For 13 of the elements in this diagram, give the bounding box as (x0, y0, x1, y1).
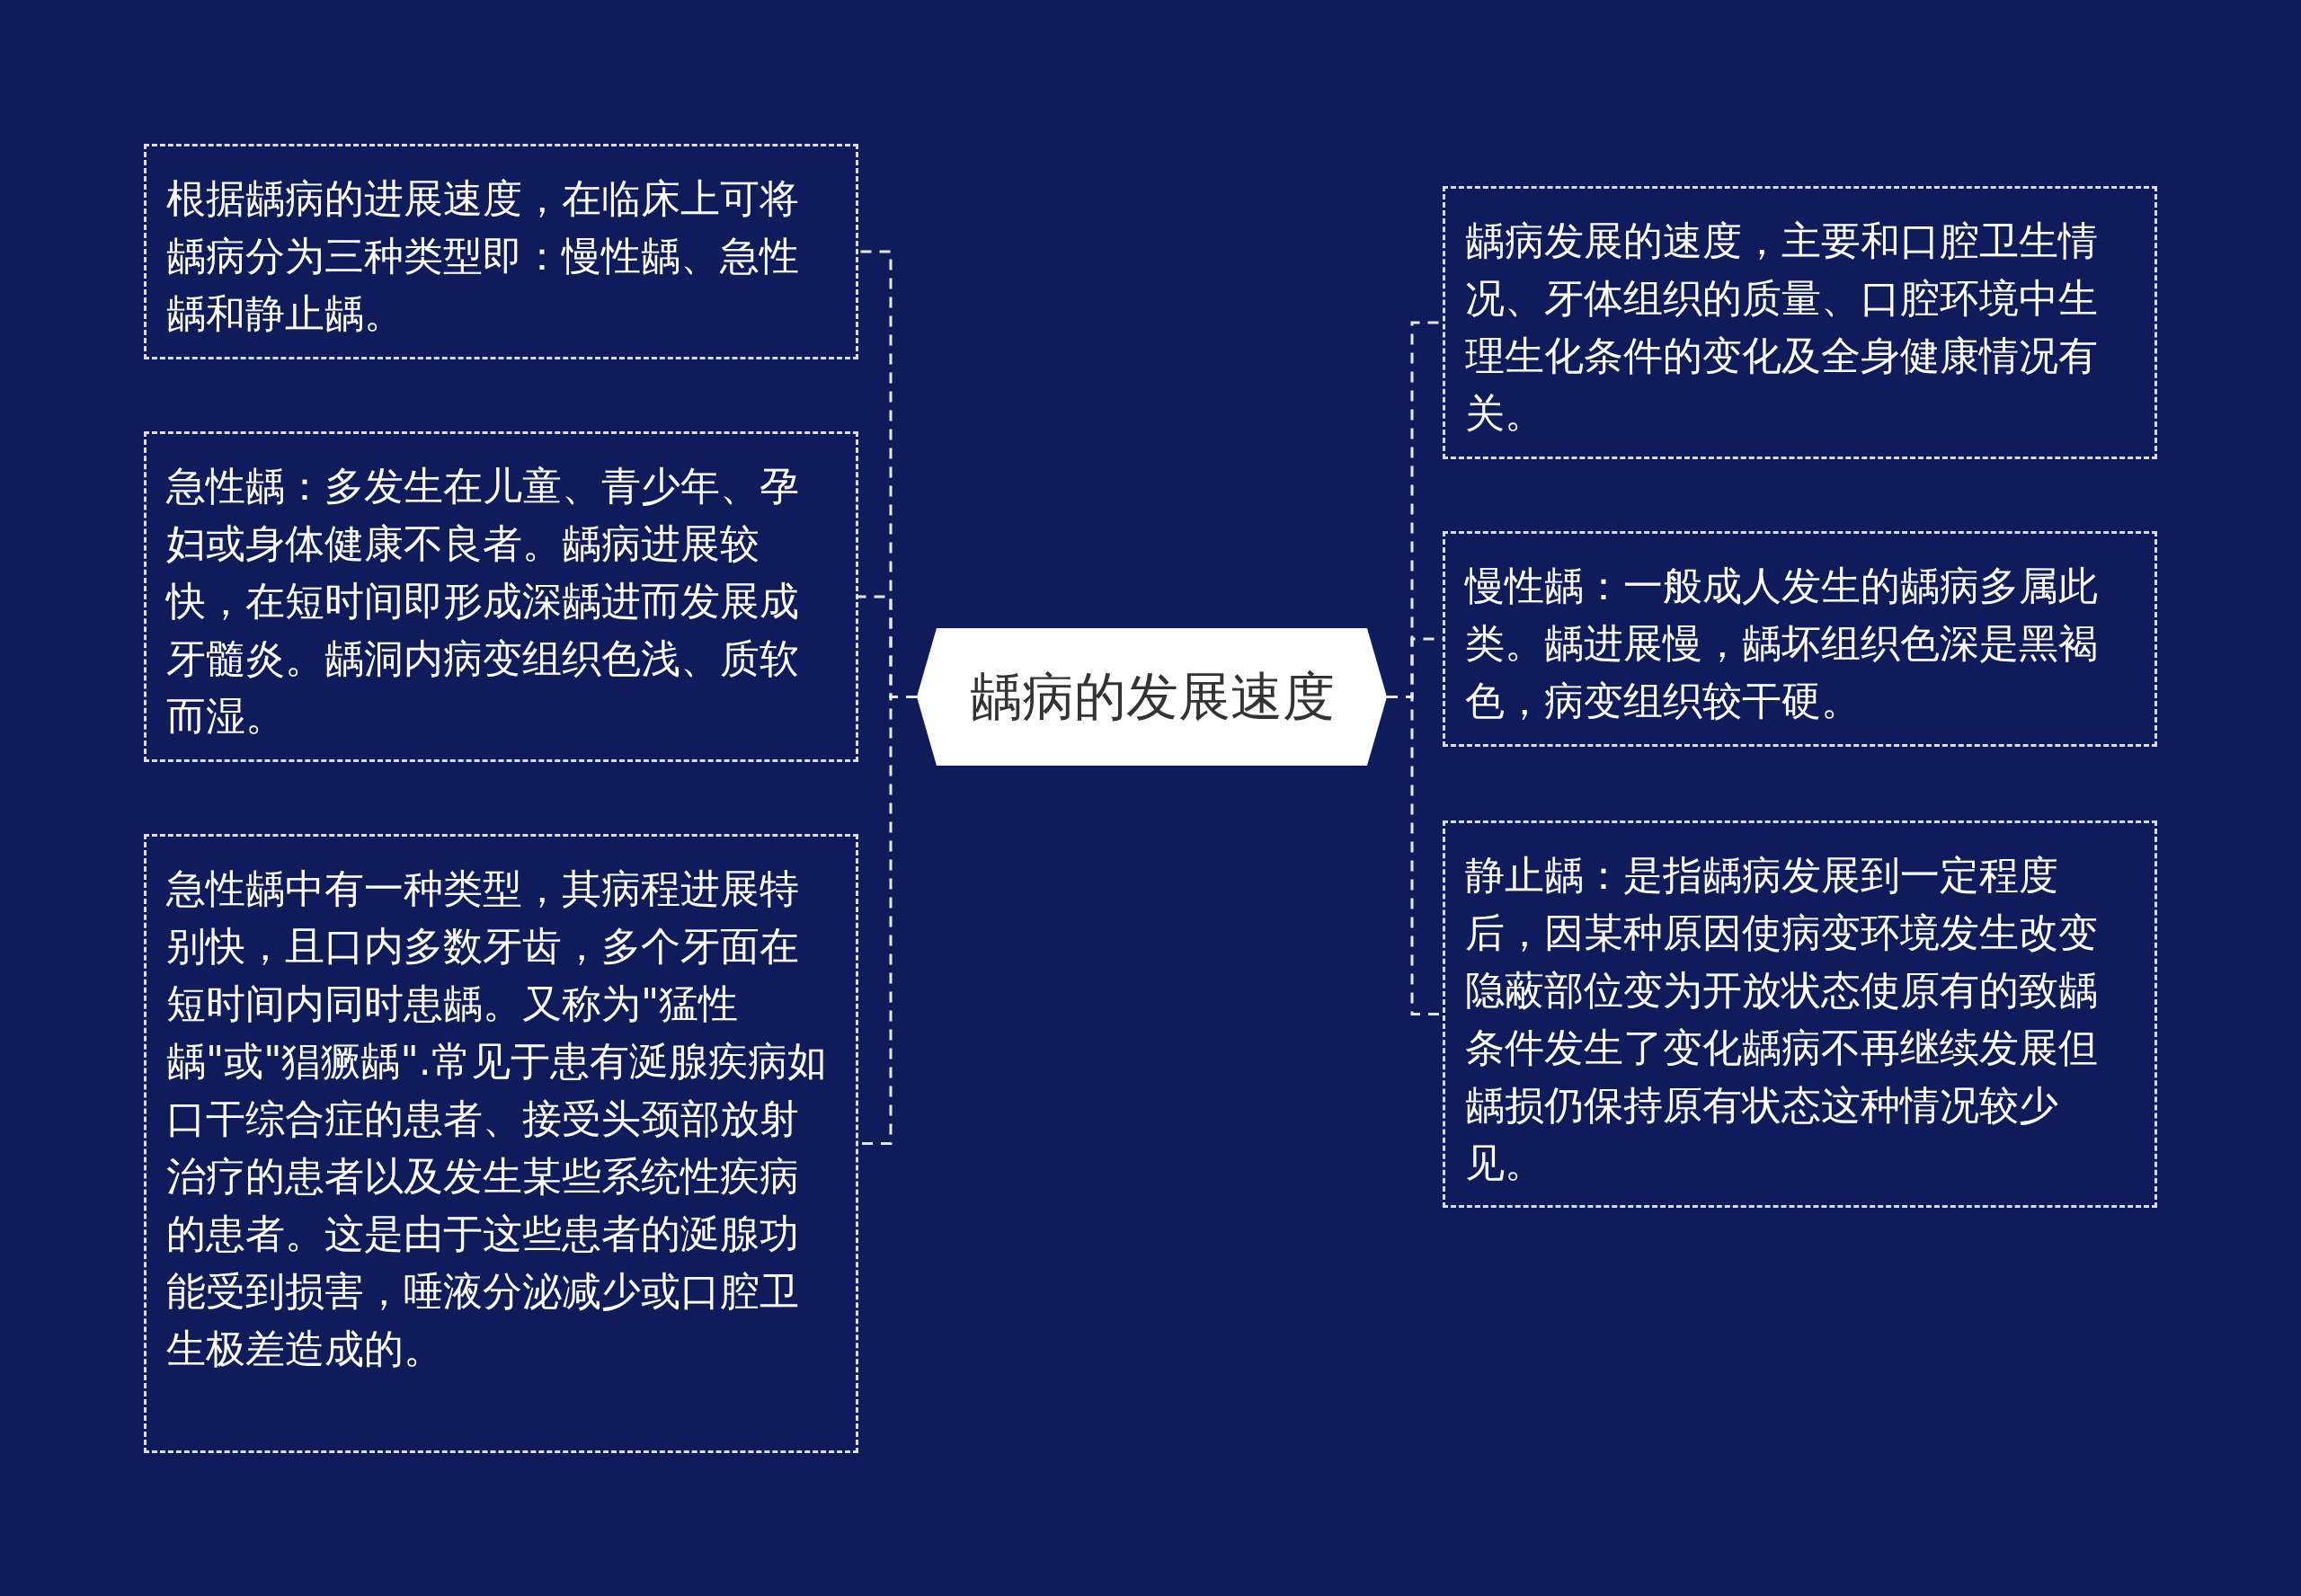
dashed-text-box (1443, 531, 2157, 747)
dashed-text-box (144, 834, 858, 1453)
note-text: 静止龋：是指龋病发展到一定程度后，因某种原因使病变环境发生改变隐蔽部位变为开放状态使原有的致龋条件发生了变化龋病不再继续发展但龋损仍保持原有状态这种情况较少见。 (1465, 851, 2099, 1187)
note-text: 龋病发展的速度，主要和口腔卫生情况、牙体组织的质量、口腔环境中生理生化条件的变化及全身健康情况有关。 (1465, 217, 2099, 438)
note-text: 急性龋中有一种类型，其病程进展特别快，且口内多数牙齿，多个牙面在短时间内同时患龋。又称为"猛性龋"或"猖獗龋".常见于患有涎腺疾病如口干综合症的患者、接受头颈部放射治疗的患者以及发生某些系统性疾病的患者。这是由于这些患者的涎腺功能受到损害，唾液分泌减少或口腔卫生极差造成的。 (166, 864, 828, 1373)
dashed-text-box (144, 144, 858, 359)
note-text: 急性龋：多发生在儿童、青少年、孕妇或身体健康不良者。龋病进展较快，在短时间即形成深龋进而发展成牙髓炎。龋洞内病变组织色浅、质软而湿。 (166, 462, 800, 740)
dashed-text-box (1443, 820, 2157, 1208)
note-text: 根据龋病的进展速度，在临床上可将龋病分为三种类型即：慢性龋、急性龋和静止龋。 (166, 174, 800, 338)
note-text: 慢性龋：一般成人发生的龋病多属此类。龋进展慢，龋坏组织色深是黑褐色，病变组织较干硬。 (1465, 562, 2099, 725)
dashed-text-box (1443, 186, 2157, 459)
topic-title: 龋病的发展速度 (969, 664, 1335, 729)
dashed-text-box (144, 431, 858, 762)
